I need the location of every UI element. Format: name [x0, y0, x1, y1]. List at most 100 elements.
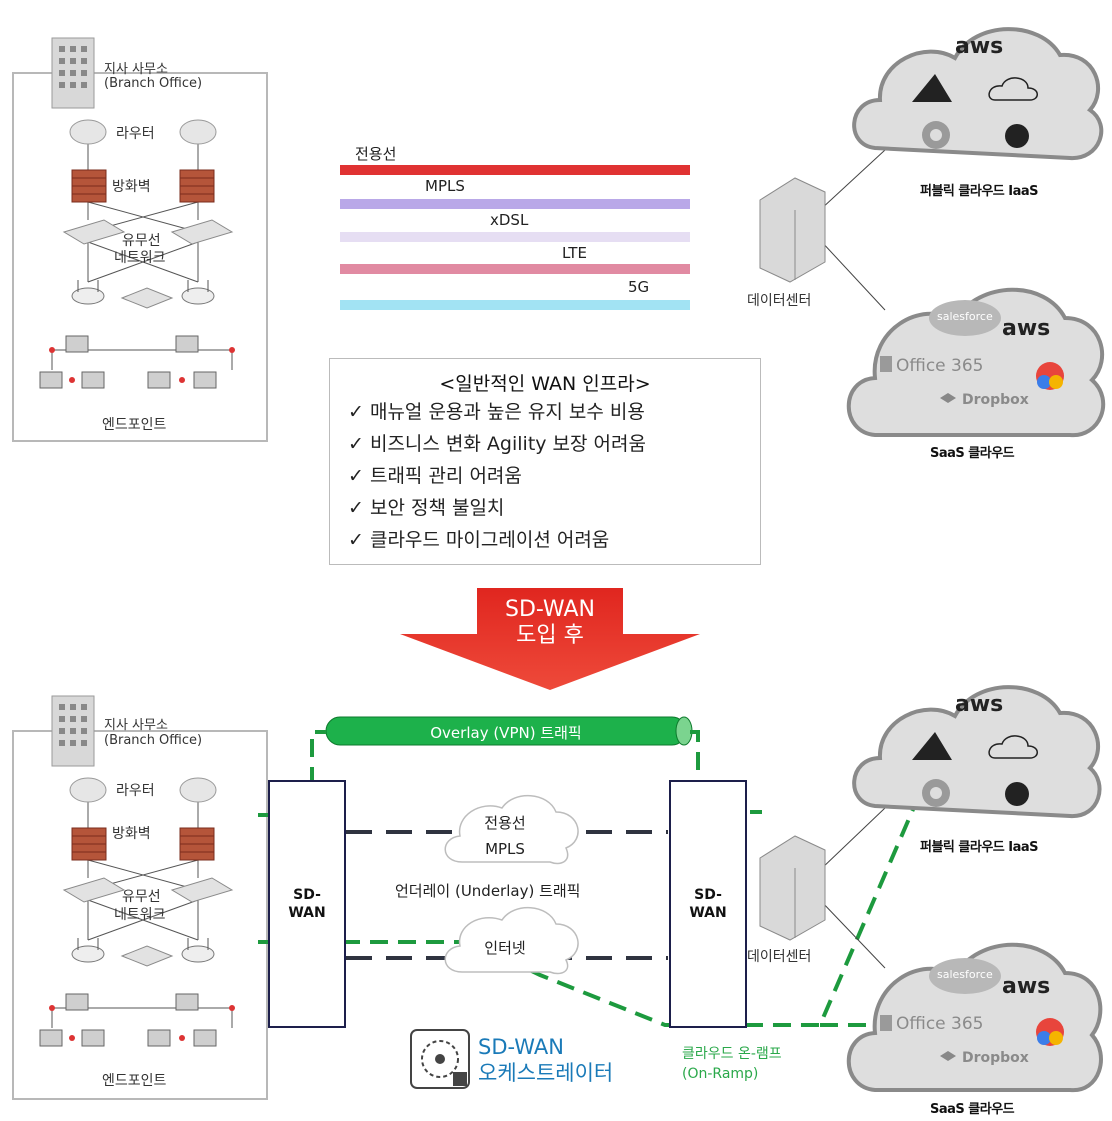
access-point-icon [71, 938, 105, 963]
google-cloud-color-icon [1036, 362, 1064, 390]
router-icon [179, 777, 217, 803]
dropbox-icon [940, 393, 956, 403]
internet-cloud-label: 인터넷 [484, 939, 526, 957]
salesforce-badge [929, 300, 1001, 336]
weather-cloud-icon [988, 77, 1038, 101]
firewall-icon [71, 827, 107, 861]
endpoint-label: 엔드포인트 [102, 417, 167, 433]
line-leased [340, 165, 690, 175]
legacy-item: ✓ 트래픽 관리 어려움 [348, 465, 522, 487]
sdwan-edge-left: SD-WAN [268, 780, 346, 1028]
router-label: 라우터 [116, 126, 155, 142]
line-lte [340, 264, 690, 274]
saas-cloud-icon [846, 287, 1106, 438]
switch-icon [170, 877, 234, 903]
firewall-label: 방화벽 [112, 826, 151, 842]
arrow-line1: SD-WAN [504, 597, 595, 622]
mpls-cloud-icon [444, 794, 579, 865]
underlay-label: 언더레이 (Underlay) 트래픽 [395, 882, 581, 900]
onramp-label-2: (On-Ramp) [682, 1066, 759, 1082]
legacy-item: ✓ 보안 정책 불일치 [348, 497, 505, 519]
office365-logo: Office 365 [896, 356, 984, 376]
line-xdsl [340, 232, 690, 242]
switch-icon [62, 219, 126, 245]
orchestrator-label-1: SD-WAN [478, 1035, 564, 1059]
sdwan-edge-right: SD-WAN [669, 780, 747, 1028]
building-icon [51, 695, 95, 767]
legacy-item: ✓ 매뉴얼 운용과 높은 유지 보수 비용 [348, 401, 645, 423]
google-cloud-color-icon [1036, 1018, 1064, 1046]
public-cloud-label: 퍼블릭 클라우드 IaaS [920, 840, 1039, 855]
public-cloud-icon [852, 27, 1104, 161]
salesforce-logo: salesforce [937, 968, 993, 981]
endpoint-label: 엔드포인트 [102, 1073, 167, 1089]
mpls-cloud-label-2: MPLS [485, 840, 525, 858]
arrow-text: SD-WAN 도입 후 [400, 597, 700, 649]
line-label-lte: LTE [562, 244, 587, 262]
branch-office-diagram-bottom [39, 695, 235, 1047]
firewall-label: 방화벽 [112, 179, 151, 195]
access-point-icon [181, 280, 215, 305]
office-icon [880, 1015, 892, 1031]
datacenter-icon [759, 835, 826, 941]
internet-cloud-icon [444, 906, 579, 975]
router-icon [179, 119, 217, 145]
cloud-diagram-top [759, 27, 1106, 438]
branch-subtitle: (Branch Office) [104, 733, 203, 748]
dropbox-icon [940, 1051, 956, 1061]
switch-icon [170, 219, 234, 245]
branch-office-panel-top [12, 72, 268, 442]
router-label: 라우터 [116, 783, 155, 799]
onramp-label: 클라우드 온-램프 (On-Ramp) [682, 1044, 782, 1084]
branch-office-panel-bottom [12, 730, 268, 1100]
transition-arrow [400, 588, 700, 690]
onramp-label-1: 클라우드 온-램프 [682, 1046, 782, 1062]
saas-cloud-label: SaaS 클라우드 [930, 1102, 1015, 1117]
legacy-wan-title: <일반적인 WAN 인프라> [439, 373, 651, 395]
aws-logo: aws [955, 692, 1004, 717]
router-icon [69, 777, 107, 803]
legacy-item: ✓ 비즈니스 변화 Agility 보장 어려움 [348, 433, 646, 455]
dropbox-logo: Dropbox [962, 392, 1029, 408]
apple-icon [1005, 782, 1029, 806]
legacy-wan-box: <일반적인 WAN 인프라> ✓ 매뉴얼 운용과 높은 유지 보수 비용 ✓ 비… [329, 358, 761, 565]
arrow-line2: 도입 후 [516, 623, 584, 648]
switch-icon [120, 945, 174, 967]
building-icon [51, 37, 95, 109]
public-cloud-icon [852, 685, 1102, 819]
overlay-label: Overlay (VPN) 트래픽 [430, 724, 582, 742]
saas-cloud-icon [846, 942, 1103, 1093]
orchestrator-label: SD-WAN 오케스트레이터 [478, 1034, 613, 1086]
network-label-1: 유무선 [122, 233, 161, 249]
access-point-icon [71, 280, 105, 305]
google-cloud-icon [922, 779, 950, 807]
line-label-leased: 전용선 [355, 145, 397, 163]
datacenter-label: 데이터센터 [747, 293, 812, 309]
firewall-icon [71, 169, 107, 203]
azure-icon [912, 732, 952, 760]
apple-icon [1005, 124, 1029, 148]
line-mpls [340, 199, 690, 209]
public-cloud-label: 퍼블릭 클라우드 IaaS [920, 184, 1039, 199]
pc-icon [39, 993, 217, 1047]
network-label-1: 유무선 [122, 889, 161, 905]
line-5g [340, 300, 690, 310]
firewall-icon [179, 169, 215, 203]
orchestrator-icon [410, 1029, 470, 1089]
sdwan-left-label: SD-WAN [288, 887, 326, 921]
branch-office-diagram-top [39, 37, 235, 389]
orchestrator-label-2: 오케스트레이터 [478, 1061, 614, 1085]
router-icon [69, 119, 107, 145]
datacenter-label: 데이터센터 [747, 949, 812, 965]
line-label-5g: 5G [628, 278, 650, 296]
salesforce-badge [929, 958, 1001, 994]
legacy-item: ✓ 클라우드 마이그레이션 어려움 [348, 529, 610, 551]
line-label-mpls: MPLS [425, 177, 465, 195]
weather-cloud-icon [988, 735, 1038, 759]
network-label-2: 네트워크 [114, 250, 166, 266]
branch-subtitle: (Branch Office) [104, 76, 203, 91]
sdwan-right-label: SD-WAN [689, 887, 727, 921]
salesforce-logo: salesforce [937, 310, 993, 323]
pc-icon [39, 335, 217, 389]
